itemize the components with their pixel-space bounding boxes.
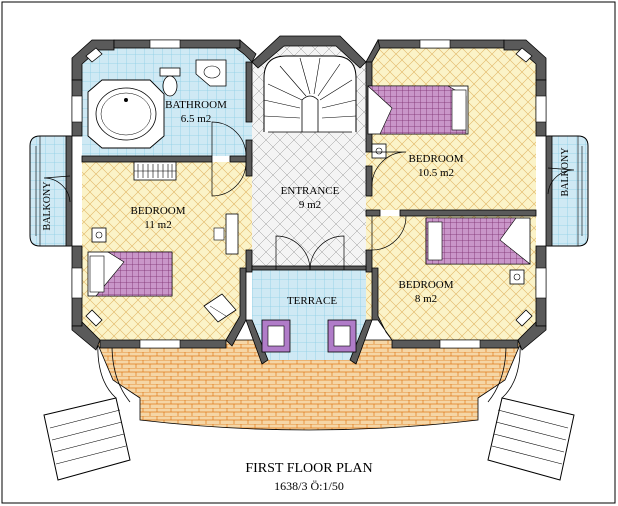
bed-top-right bbox=[367, 85, 469, 135]
entrance-door bbox=[275, 235, 345, 271]
plan-scale: 1638/3 Ö:1/50 bbox=[274, 479, 344, 493]
tower-vents bbox=[85, 47, 533, 327]
bedroom-left-door bbox=[211, 161, 247, 197]
windows bbox=[71, 39, 547, 349]
bedroom-left-name: BEDROOM bbox=[130, 205, 185, 217]
terrace-paving bbox=[95, 339, 523, 431]
nightstand-left bbox=[91, 227, 107, 243]
terrace-name: TERRACE bbox=[287, 295, 337, 307]
balcony-left-rail bbox=[35, 136, 41, 246]
inner-stair bbox=[263, 55, 357, 133]
outer-stair-right bbox=[487, 339, 575, 481]
bedroom-left-area: 11 m2 bbox=[144, 219, 171, 231]
balcony-right-door bbox=[547, 167, 575, 195]
plan-title: FIRST FLOOR PLAN bbox=[245, 461, 372, 476]
nightstand-bottom-right bbox=[509, 269, 525, 285]
entrance-area: 9 m2 bbox=[299, 199, 321, 211]
desk-left bbox=[213, 213, 239, 255]
bathroom-sink bbox=[195, 59, 227, 87]
bathroom-door bbox=[211, 121, 247, 157]
bedroom-bottom-right-door bbox=[371, 215, 407, 251]
bedroom-bottom-right-name: BEDROOM bbox=[398, 279, 453, 291]
balcony-left-door bbox=[43, 175, 71, 203]
bedroom-bottom-right-area: 8 m2 bbox=[415, 293, 437, 305]
bedroom-top-right-area: 10.5 m2 bbox=[418, 167, 454, 179]
bed-left bbox=[87, 251, 173, 297]
outer-stair-left bbox=[43, 339, 131, 481]
bathtub bbox=[87, 79, 165, 149]
bed-bottom-right bbox=[425, 217, 531, 265]
entrance-name: ENTRANCE bbox=[281, 185, 340, 197]
toilet bbox=[159, 67, 181, 97]
terrace-chair-left bbox=[261, 319, 291, 353]
balcony-right-rail bbox=[577, 136, 583, 246]
bathroom-area: 6.5 m2 bbox=[181, 113, 212, 125]
armchair-left bbox=[203, 293, 237, 323]
terrace-chair-right bbox=[327, 319, 357, 353]
balcony-right-name: BALKONY bbox=[560, 148, 571, 197]
bedroom-top-right-door bbox=[371, 151, 407, 187]
balcony-left-name: BALKONY bbox=[42, 182, 53, 231]
bathroom-name: BATHROOM bbox=[165, 99, 227, 111]
wardrobe-left bbox=[133, 161, 177, 181]
nightstand-top-right bbox=[371, 143, 387, 159]
bedroom-top-right-name: BEDROOM bbox=[408, 153, 463, 165]
